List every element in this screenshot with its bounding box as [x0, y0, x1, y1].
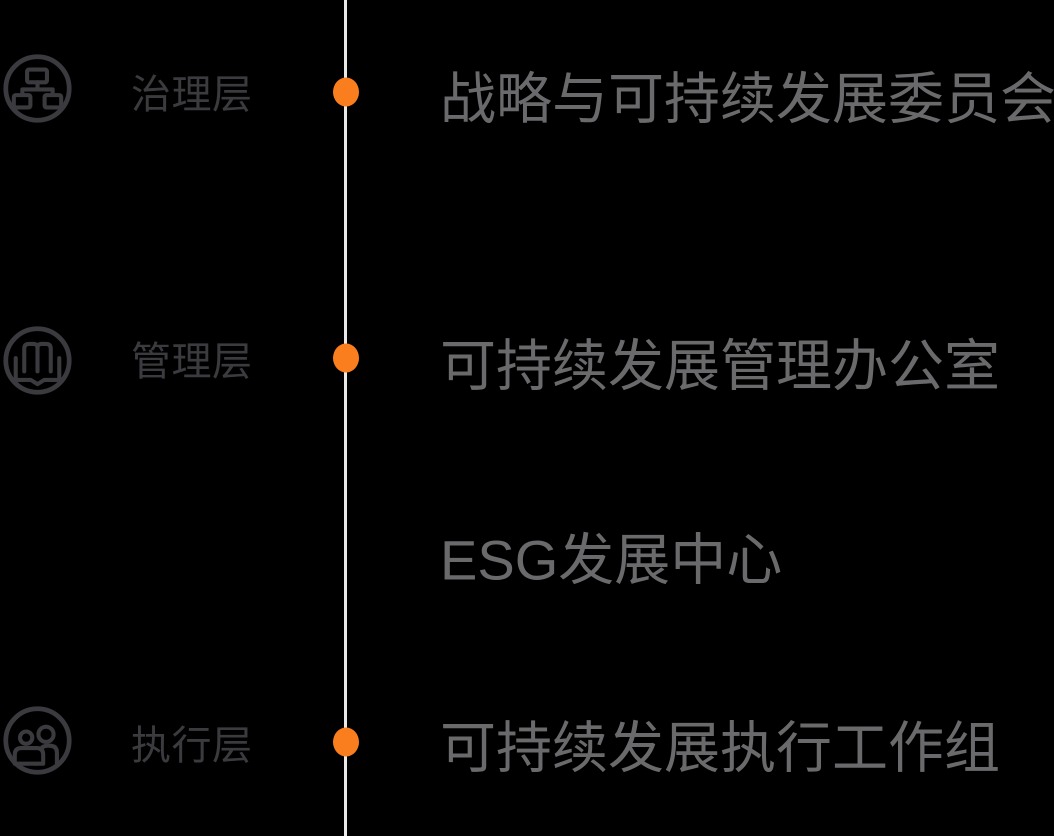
org-unit-strategy-committee: 战略与可持续发展委员会 [440, 67, 1054, 131]
timeline-dot-management [332, 343, 359, 373]
team-icon [2, 705, 73, 776]
org-unit-execution-workgroup: 可持续发展执行工作组 [440, 716, 1000, 780]
level-label-management: 管理层 [131, 340, 253, 384]
level-label-execution: 执行层 [131, 724, 253, 768]
timeline-line [344, 0, 347, 836]
timeline-dot-governance [332, 77, 359, 107]
org-unit-management-office: 可持续发展管理办公室 [440, 334, 1000, 398]
timeline-dot-execution [332, 727, 359, 757]
org-chart-icon [2, 53, 73, 124]
level-label-governance: 治理层 [131, 73, 253, 117]
org-unit-esg-center: ESG发展中心 [440, 528, 783, 592]
open-book-icon [2, 325, 73, 396]
